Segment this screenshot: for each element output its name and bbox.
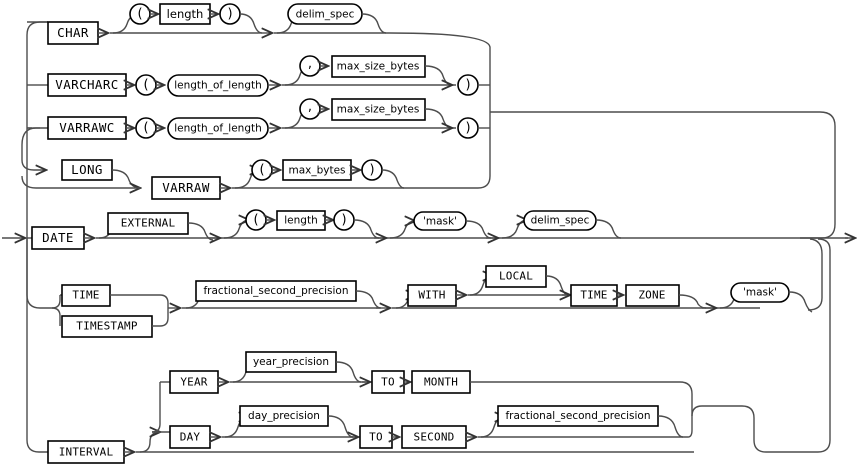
node-mask2-label: 'mask': [743, 287, 777, 299]
node-delim-spec2-label: delim_spec: [531, 215, 590, 227]
node-lparen4-label: (: [259, 163, 264, 178]
node-year-precision-label: year_precision: [253, 356, 329, 368]
node-time2-label: TIME: [580, 289, 607, 302]
branch-long-varraw: LONG VARRAW ( max_bytes ): [21, 112, 491, 200]
node-rparen5-label: ): [341, 213, 346, 228]
node-month-label: MONTH: [424, 376, 458, 389]
node-rparen4-label: ): [369, 163, 374, 178]
node-varcharc-label: VARCHARC: [55, 77, 118, 92]
node-year-label: YEAR: [180, 376, 207, 389]
node-day-precision-label: day_precision: [248, 410, 320, 422]
node-max-size-bytes2-label: max_size_bytes: [337, 104, 420, 116]
node-interval-label: INTERVAL: [59, 446, 114, 459]
node-fsp2-label: fractional_second_precision: [505, 410, 650, 422]
node-varraw-label: VARRAW: [162, 180, 210, 195]
node-to2-label: TO: [369, 431, 383, 444]
node-comma1-label: ,: [308, 57, 312, 72]
node-timestamp-label: TIMESTAMP: [76, 320, 138, 333]
node-lparen2-label: (: [143, 78, 148, 93]
node-char-label: CHAR: [57, 25, 89, 40]
node-date-label: DATE: [42, 230, 74, 245]
node-external-label: EXTERNAL: [121, 217, 176, 230]
node-with-label: WITH: [418, 289, 445, 302]
node-rparen3-label: ): [465, 121, 470, 136]
node-zone-label: ZONE: [638, 289, 665, 302]
node-time-label: TIME: [72, 289, 99, 302]
node-rparen1-label: ): [227, 7, 232, 22]
node-long-label: LONG: [71, 162, 103, 177]
branch-date: DATE EXTERNAL ( length ) 'mask' delim_sp…: [31, 209, 855, 250]
node-lparen1-label: (: [137, 7, 142, 22]
node-varrawc-label: VARRAWC: [59, 120, 114, 135]
node-mask1-label: 'mask': [423, 216, 457, 228]
node-second-label: SECOND: [414, 431, 455, 444]
node-lparen5-label: (: [253, 213, 258, 228]
node-to1-label: TO: [381, 376, 395, 389]
branch-interval: INTERVAL YEAR year_precision TO MONTH DA…: [47, 238, 831, 464]
node-day-label: DAY: [180, 431, 201, 444]
node-comma2-label: ,: [308, 100, 312, 115]
node-delim-spec1-label: delim_spec: [296, 9, 355, 21]
branch-char: CHAR ( length ) delim_spec: [27, 3, 491, 112]
node-length-of-length2-label: length_of_length: [174, 123, 262, 135]
node-length2-label: length: [284, 215, 317, 227]
node-length1-label: length: [167, 7, 204, 21]
node-rparen2-label: ): [465, 78, 470, 93]
node-length-of-length1-label: length_of_length: [174, 80, 262, 92]
node-fsp1-label: fractional_second_precision: [203, 285, 348, 297]
node-max-bytes-label: max_bytes: [288, 165, 345, 177]
branch-time-timestamp: TIME TIMESTAMP fractional_second_precisi…: [26, 238, 823, 338]
node-lparen3-label: (: [143, 121, 148, 136]
upper-group-merge-rail: [490, 111, 836, 239]
node-local-label: LOCAL: [499, 270, 533, 283]
node-max-size-bytes1-label: max_size_bytes: [337, 61, 420, 73]
branch-varcharc: VARCHARC ( length_of_length , max_size_b…: [40, 55, 490, 97]
branch-varrawc: VARRAWC ( length_of_length , max_size_by…: [21, 98, 490, 160]
